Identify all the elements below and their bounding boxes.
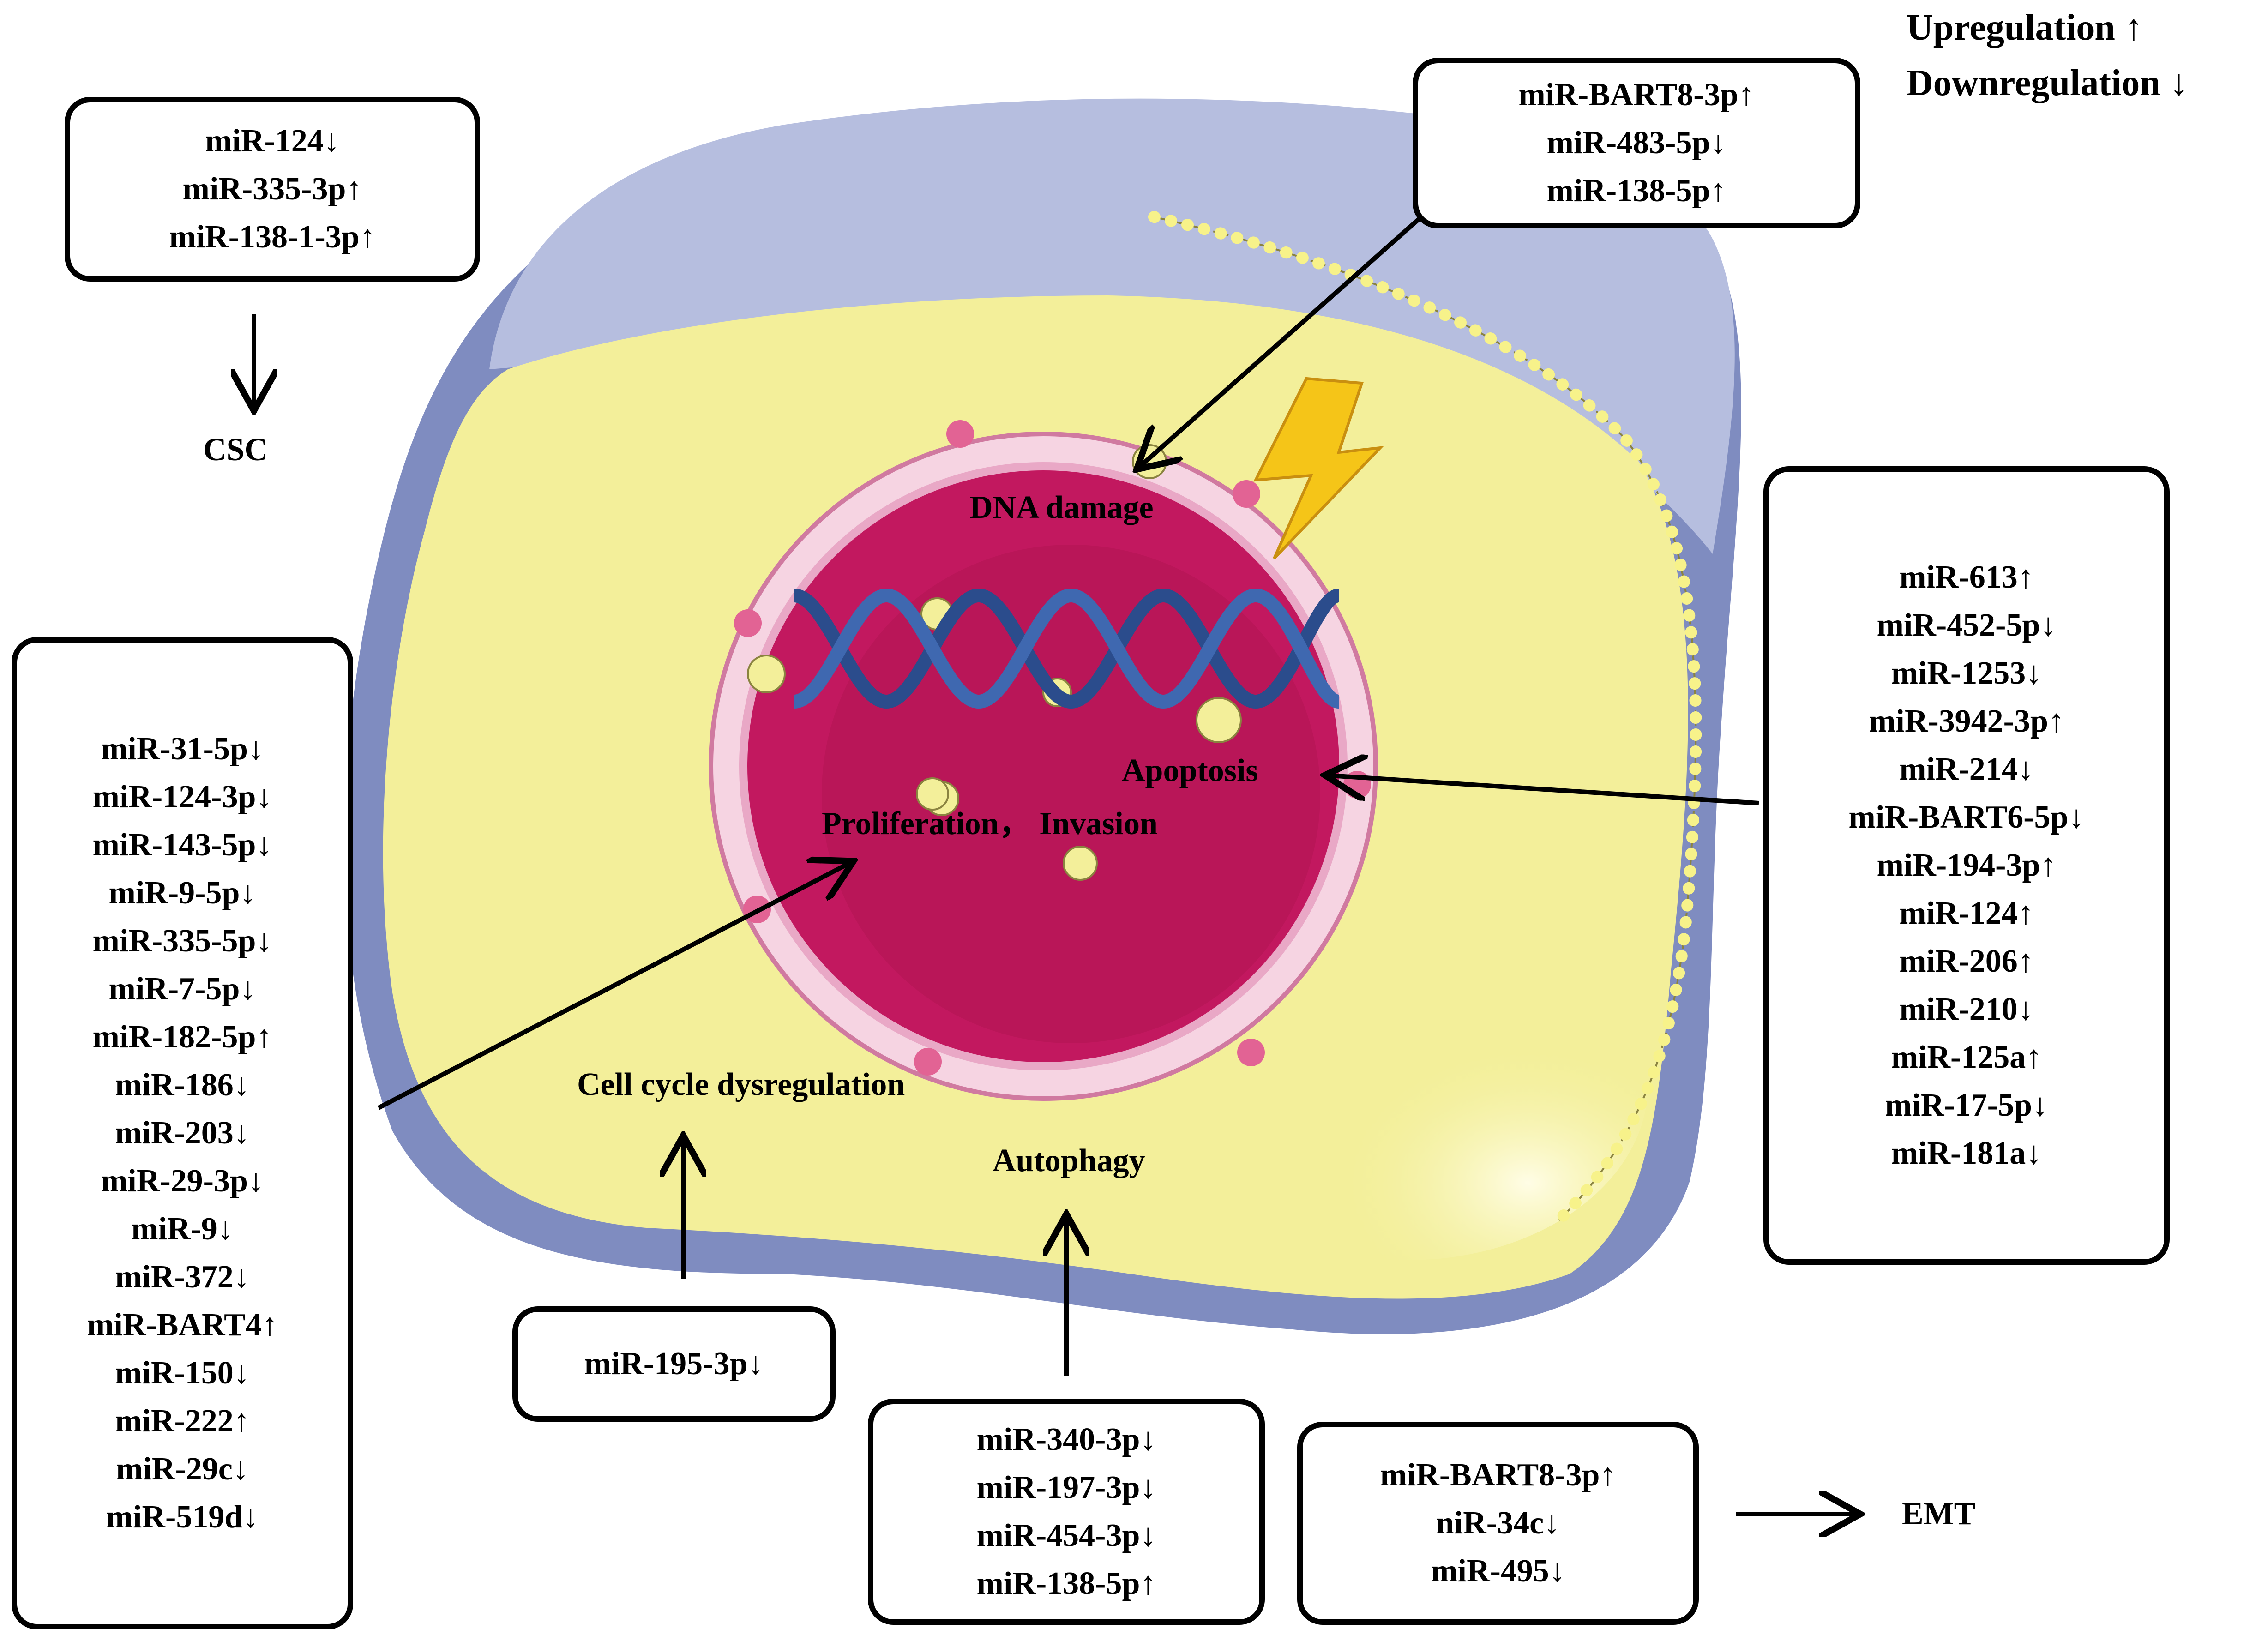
- mirna-item: miR-195-3p↓: [584, 1346, 764, 1382]
- label-csc: CSC: [203, 432, 268, 468]
- mirna-item: miR-483-5p↓: [1546, 125, 1727, 161]
- label-emt: EMT: [1902, 1496, 1976, 1532]
- mirna-item: miR-1253↓: [1891, 655, 2042, 691]
- mirna-item: miR-214↓: [1899, 751, 2034, 787]
- mirna-item: miR-29c↓: [116, 1451, 249, 1487]
- box-proliferation: miR-31-5p↓ miR-124-3p↓ miR-143-5p↓ miR-9…: [12, 637, 353, 1629]
- mirna-item: miR-125a↑: [1891, 1040, 2042, 1075]
- mirna-item: miR-BART4↑: [87, 1307, 278, 1343]
- mirna-item: miR-124↓: [205, 123, 340, 159]
- mirna-item: miR-150↓: [115, 1355, 250, 1391]
- mirna-item: miR-495↓: [1431, 1553, 1565, 1589]
- mirna-item: miR-182-5p↑: [92, 1019, 272, 1055]
- mirna-item: miR-BART8-3p↑: [1518, 77, 1755, 113]
- mirna-item: miR-519d↓: [106, 1499, 259, 1535]
- lightning-icon: [1253, 377, 1384, 560]
- mirna-item: miR-138-1-3p↑: [169, 219, 376, 255]
- mirna-item: miR-613↑: [1899, 559, 2034, 595]
- mirna-item: miR-124↑: [1899, 896, 2034, 931]
- mirna-item: miR-206↑: [1899, 944, 2034, 979]
- mirna-item: miR-194-3p↑: [1877, 848, 2057, 883]
- box-dna-damage: miR-BART8-3p↑ miR-483-5p↓ miR-138-5p↑: [1413, 58, 1860, 228]
- mirna-item: miR-9↓: [131, 1211, 234, 1247]
- mirna-item: miR-143-5p↓: [92, 827, 272, 863]
- mirna-item: miR-138-5p↑: [1546, 173, 1727, 209]
- mirna-item: miR-BART6-5p↓: [1848, 799, 2085, 835]
- mirna-item: miR-124-3p↓: [92, 779, 272, 815]
- mirna-item: miR-372↓: [115, 1259, 250, 1295]
- mirna-item: miR-203↓: [115, 1115, 250, 1151]
- mirna-item: miR-31-5p↓: [101, 731, 264, 767]
- box-cell-cycle: miR-195-3p↓: [512, 1306, 836, 1422]
- box-csc: miR-124↓ miR-335-3p↑ miR-138-1-3p↑: [65, 97, 480, 282]
- label-cell-cycle: Cell cycle dysregulation: [577, 1067, 905, 1102]
- mirna-item: miR-210↓: [1899, 992, 2034, 1027]
- mirna-item: niR-34c↓: [1436, 1505, 1560, 1541]
- dna-helix: [793, 588, 1341, 709]
- mirna-item: miR-138-5p↑: [976, 1566, 1156, 1601]
- label-dna-damage: DNA damage: [969, 490, 1154, 525]
- mirna-item: miR-9-5p↓: [108, 875, 256, 911]
- box-emt: miR-BART8-3p↑ niR-34c↓ miR-495↓: [1297, 1422, 1699, 1625]
- nucleus: [822, 545, 1320, 1043]
- box-apoptosis: miR-613↑ miR-452-5p↓ miR-1253↓ miR-3942-…: [1763, 466, 2170, 1265]
- mirna-item: miR-7-5p↓: [108, 971, 256, 1007]
- mirna-item: miR-17-5p↓: [1885, 1088, 2048, 1123]
- mirna-item: miR-186↓: [115, 1067, 250, 1103]
- mirna-item: miR-222↑: [115, 1403, 250, 1439]
- label-autophagy: Autophagy: [993, 1143, 1145, 1178]
- box-autophagy: miR-340-3p↓ miR-197-3p↓ miR-454-3p↓ miR-…: [868, 1399, 1265, 1625]
- legend-upregulation: Upregulation ↑: [1907, 7, 2143, 48]
- mirna-item: miR-BART8-3p↑: [1380, 1457, 1616, 1493]
- mirna-item: miR-29-3p↓: [101, 1163, 264, 1199]
- mirna-item: miR-454-3p↓: [976, 1518, 1156, 1553]
- mirna-item: miR-335-3p↑: [182, 171, 362, 207]
- mirna-item: miR-197-3p↓: [976, 1470, 1156, 1505]
- mirna-item: miR-181a↓: [1891, 1136, 2042, 1171]
- mirna-item: miR-340-3p↓: [976, 1422, 1156, 1457]
- mirna-item: miR-452-5p↓: [1877, 607, 2057, 643]
- mirna-item: miR-335-5p↓: [92, 923, 272, 959]
- legend-downregulation: Downregulation ↓: [1907, 63, 2188, 103]
- mirna-item: miR-3942-3p↑: [1869, 703, 2064, 739]
- label-proliferation: Proliferation， Invasion: [822, 806, 1158, 842]
- label-apoptosis: Apoptosis: [1122, 753, 1258, 788]
